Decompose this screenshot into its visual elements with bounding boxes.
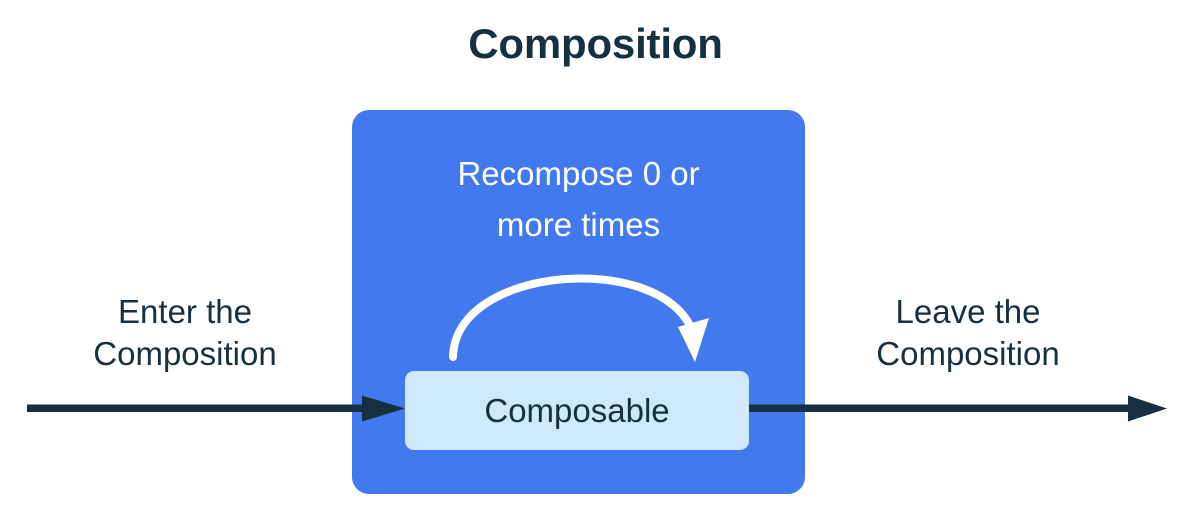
leave-composition-label: Leave the Composition	[876, 293, 1060, 372]
leave-composition-arrow	[748, 395, 1167, 422]
composable-label: Composable	[484, 391, 670, 429]
composable-node: Composable	[405, 371, 749, 450]
enter-composition-label: Enter the Composition	[93, 293, 277, 372]
page-title: Composition	[468, 20, 723, 67]
recompose-label: Recompose 0 or more times	[457, 155, 700, 243]
enter-composition-arrow	[27, 395, 405, 422]
